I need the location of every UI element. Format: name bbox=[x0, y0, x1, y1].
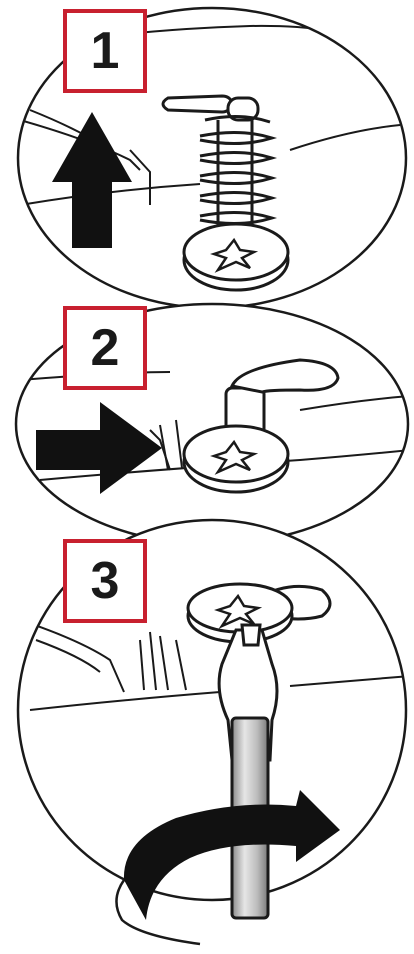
step-1-label: 1 bbox=[63, 9, 147, 93]
step-3-label: 3 bbox=[63, 539, 147, 623]
step-2-label: 2 bbox=[63, 306, 147, 390]
retaining-clip bbox=[163, 96, 232, 112]
